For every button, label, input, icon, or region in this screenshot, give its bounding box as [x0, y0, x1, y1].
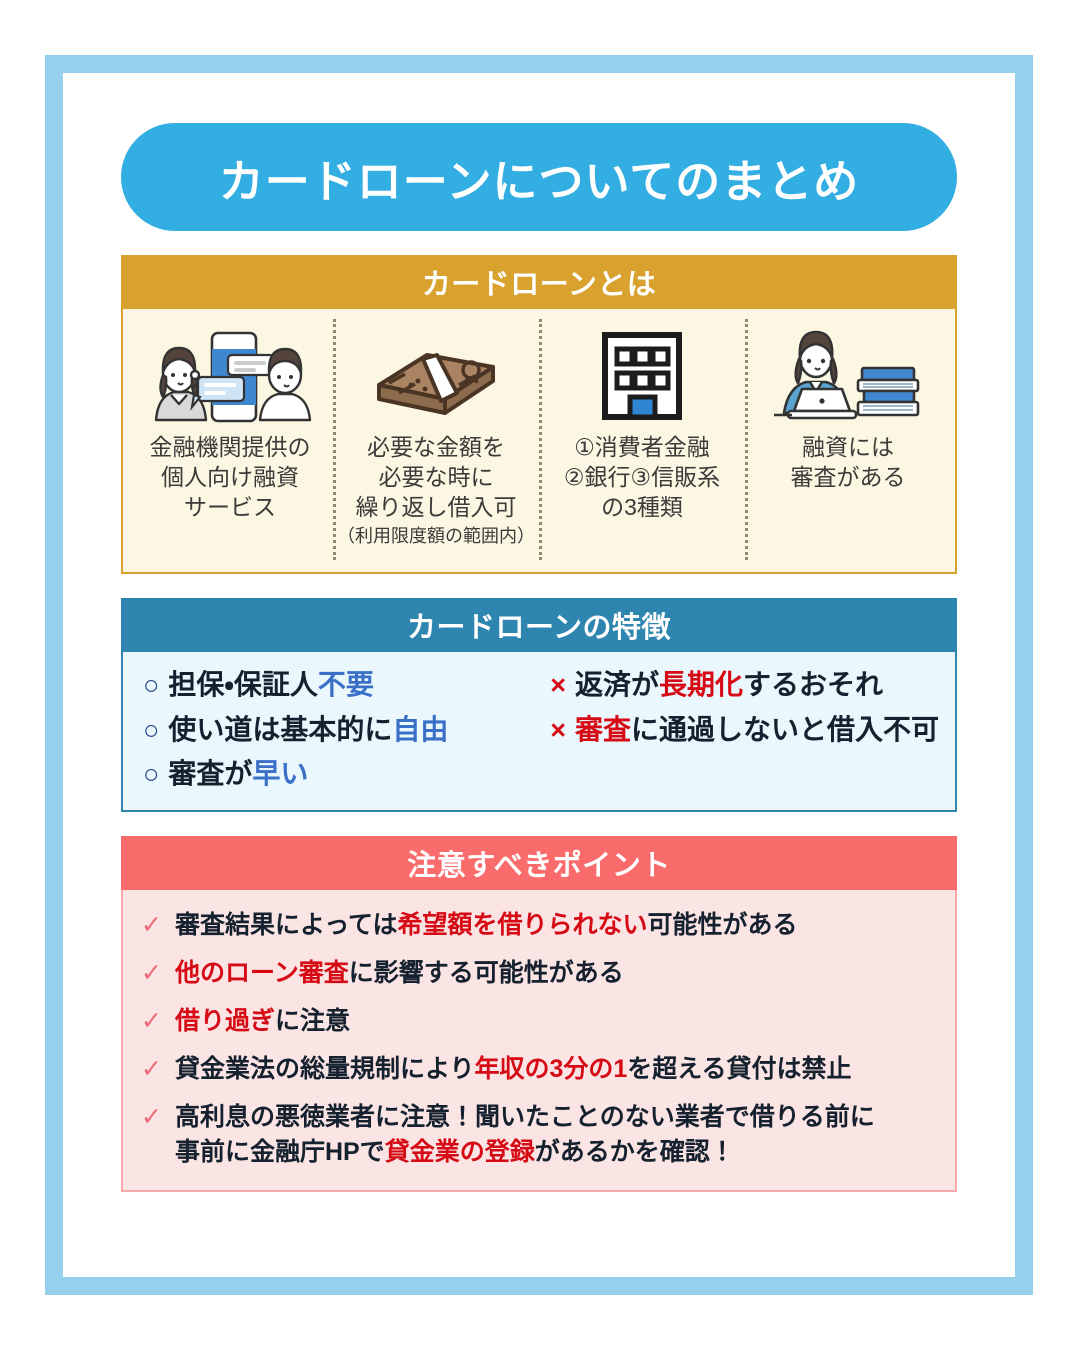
check-marker-icon: ✓	[141, 1102, 162, 1131]
caution-5-after: があるかを確認！	[534, 1137, 735, 1166]
feature-pro-3-before: 審査が	[168, 758, 253, 790]
what-column-2: 必要な金額を 必要な時に 繰り返し借入可 （利用限度額の範囲内）	[333, 315, 539, 564]
page-title: カードローンについてのまとめ	[121, 123, 957, 231]
what-column-1-text: 金融機関提供の 個人向け融資 サービス	[149, 434, 311, 520]
what-column-3: ①消費者金融 ②銀行③信販系 の3種類	[539, 315, 745, 564]
feature-pro-2-highlight: 自由	[392, 713, 449, 745]
cross-marker-icon: ×	[550, 670, 566, 700]
section-caution-points: 注意すべきポイント ✓ 審査結果によっては希望額を借りられない可能性がある ✓ …	[121, 835, 957, 1192]
caution-4-after: を超える貸付は禁止	[627, 1054, 852, 1083]
poster-frame: カードローンについてのまとめ カードローンとは	[45, 55, 1033, 1295]
feature-con-2-highlight: 審査	[574, 713, 631, 745]
caution-3-after: に注意	[274, 1006, 350, 1035]
section-features-header-text: カードローンの特徴	[406, 612, 672, 644]
feature-con-1-before: 返済が	[574, 669, 659, 700]
caution-1-before: 審査結果によっては	[174, 910, 398, 939]
feature-con-item: × 審査に通過しないと借入不可	[550, 711, 939, 750]
feature-pro-item: ○ 審査が早い	[143, 755, 550, 794]
caution-item: ✓ 借り過ぎに注意	[141, 1004, 941, 1039]
caution-item: ✓ 貸金業法の総量規制により年収の3分の1を超える貸付は禁止	[141, 1052, 941, 1087]
what-column-1: 金融機関提供の 個人向け融資 サービス	[127, 315, 333, 564]
caution-4-highlight: 年収の3分の1	[474, 1054, 628, 1083]
feature-con-2-after: に通過しないと借入不可	[630, 713, 939, 745]
check-marker-icon: ✓	[141, 910, 162, 939]
cash-bundle-icon	[361, 321, 511, 429]
feature-pro-1-before: 担保・保証人	[168, 669, 318, 700]
caution-item: ✓ 他のローン審査に影響する可能性がある	[141, 956, 941, 991]
section-features-header: カードローンの特徴	[121, 598, 957, 652]
feature-pro-1-highlight: 不要	[317, 669, 374, 700]
circle-marker-icon: ○	[143, 714, 160, 745]
caution-2-after: に影響する可能性がある	[348, 958, 624, 987]
feature-pro-3-highlight: 早い	[252, 758, 309, 790]
circle-marker-icon: ○	[143, 670, 160, 700]
caution-5-before: 高利息の悪徳業者に注意！聞いたことのない業者で借りる前に 事前に金融庁HPで	[174, 1102, 875, 1166]
section-caution-header-text: 注意すべきポイント	[407, 849, 671, 882]
section-features: カードローンの特徴 ○ 担保・保証人不要 ○ 使い道は基本的に自由 ○ 審査が早…	[121, 598, 957, 812]
section-what-body: 金融機関提供の 個人向け融資 サービス	[121, 309, 957, 574]
page-title-text: カードローンについてのまとめ	[218, 155, 860, 207]
check-marker-icon: ✓	[141, 1006, 162, 1035]
section-what-header: カードローンとは	[121, 255, 957, 309]
section-caution-body: ✓ 審査結果によっては希望額を借りられない可能性がある ✓ 他のローン審査に影響…	[121, 889, 957, 1192]
caution-item: ✓ 審査結果によっては希望額を借りられない可能性がある	[141, 908, 941, 943]
poster-content: カードローンについてのまとめ カードローンとは	[63, 73, 1015, 1277]
circle-marker-icon: ○	[143, 759, 160, 790]
feature-pro-item: ○ 使い道は基本的に自由	[143, 711, 550, 750]
caution-3-highlight: 借り過ぎ	[174, 1006, 275, 1035]
what-column-2-note: （利用限度額の範囲内）	[337, 525, 535, 546]
what-column-4-text: 融資には 審査がある	[790, 434, 906, 490]
screening-desk-icon	[766, 321, 931, 429]
caution-4-before: 貸金業法の総量規制により	[174, 1054, 475, 1083]
cross-marker-icon: ×	[550, 714, 566, 745]
section-caution-header: 注意すべきポイント	[121, 835, 957, 890]
caution-1-after: 可能性がある	[647, 910, 798, 939]
section-what-is-card-loan: カードローンとは	[121, 255, 957, 574]
check-marker-icon: ✓	[141, 958, 162, 987]
bank-building-icon	[587, 321, 697, 429]
feature-con-item: × 返済が長期化するおそれ	[550, 666, 939, 705]
caution-5-highlight: 貸金業の登録	[384, 1137, 535, 1166]
feature-con-1-after: するおそれ	[743, 669, 884, 700]
features-cons-column: × 返済が長期化するおそれ × 審査に通過しないと借入不可	[550, 666, 939, 794]
consultation-smartphone-icon	[140, 321, 320, 429]
caution-1-highlight: 希望額を借りられない	[397, 910, 648, 939]
what-column-2-text: 必要な金額を 必要な時に 繰り返し借入可	[355, 434, 517, 520]
caution-2-highlight: 他のローン審査	[174, 958, 349, 987]
check-marker-icon: ✓	[141, 1054, 162, 1083]
section-what-header-text: カードローンとは	[421, 269, 657, 301]
feature-con-1-highlight: 長期化	[658, 669, 743, 700]
what-column-3-text: ①消費者金融 ②銀行③信販系 の3種類	[563, 434, 721, 520]
what-column-4: 融資には 審査がある	[745, 315, 951, 564]
feature-pro-2-before: 使い道は基本的に	[168, 713, 393, 745]
section-features-body: ○ 担保・保証人不要 ○ 使い道は基本的に自由 ○ 審査が早い ×	[121, 652, 957, 812]
caution-item: ✓ 高利息の悪徳業者に注意！聞いたことのない業者で借りる前に 事前に金融庁HPで…	[141, 1100, 941, 1170]
feature-pro-item: ○ 担保・保証人不要	[143, 666, 550, 705]
features-pros-column: ○ 担保・保証人不要 ○ 使い道は基本的に自由 ○ 審査が早い	[143, 666, 550, 794]
